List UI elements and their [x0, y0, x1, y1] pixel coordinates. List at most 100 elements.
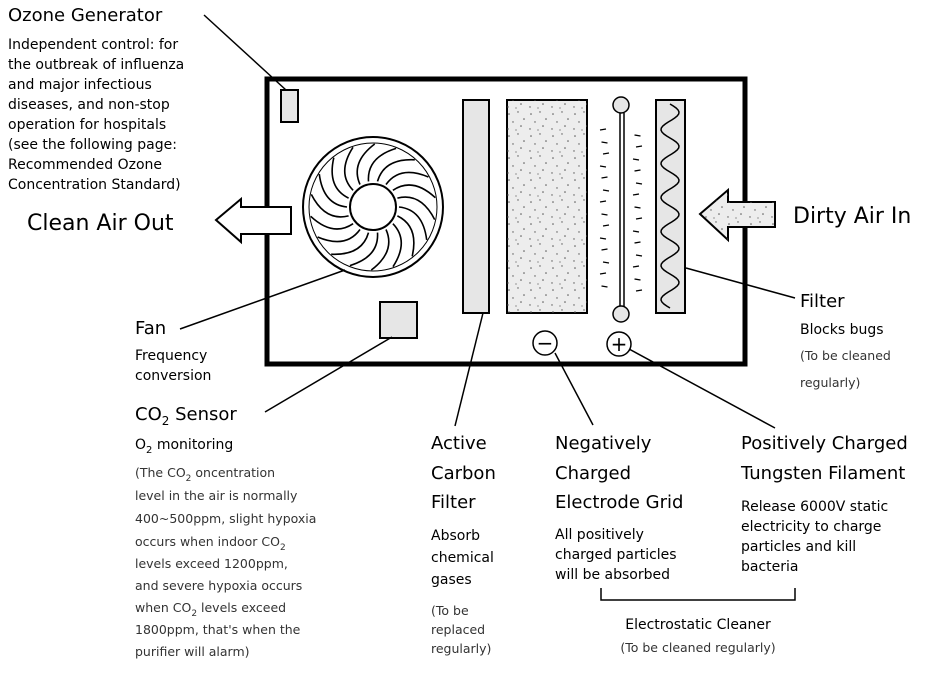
- svg-text:Positively Charged: Positively Charged: [741, 433, 908, 454]
- co2-leader: [264, 336, 393, 413]
- spark-dash: [632, 193, 640, 196]
- neg-desc: All positively charged particles will be…: [555, 527, 677, 583]
- spark-dash: [599, 272, 607, 275]
- carbon-desc: Absorb chemical gases: [431, 528, 494, 588]
- svg-text:occurs when indoor CO2: occurs when indoor CO2: [135, 534, 286, 553]
- clean-air-label: Clean Air Out: [27, 211, 174, 236]
- ozone-title: Ozone Generator: [8, 5, 163, 26]
- fan-leader: [179, 269, 346, 330]
- svg-text:Active: Active: [431, 433, 487, 454]
- spark-dash: [601, 141, 608, 144]
- spark-dash: [599, 165, 607, 168]
- electrostatic-bracket: [600, 588, 796, 601]
- pos-desc: Release 6000V static electricity to char…: [741, 499, 888, 575]
- fan-blade: [392, 223, 403, 268]
- svg-text:1800ppm, that's when the: 1800ppm, that's when the: [135, 622, 301, 637]
- bug-filter: [655, 99, 686, 314]
- spark-dash: [599, 237, 607, 240]
- svg-text:purifier will alarm): purifier will alarm): [135, 644, 250, 659]
- ozone-leader: [203, 14, 287, 91]
- spark-dash: [601, 176, 608, 179]
- svg-text:chemical: chemical: [431, 550, 494, 566]
- fan-blade: [349, 232, 379, 267]
- svg-text:Recommended Ozone: Recommended Ozone: [8, 157, 162, 173]
- svg-text:Charged: Charged: [555, 463, 631, 484]
- svg-text:gases: gases: [431, 572, 472, 588]
- svg-text:when CO2 levels exceed: when CO2 levels exceed: [135, 600, 286, 619]
- negative-leader: [554, 352, 594, 426]
- ozone-desc: Independent control: for the outbreak of…: [8, 37, 184, 193]
- fan-blade: [343, 146, 354, 191]
- filter-note-1: (To be cleaned: [800, 348, 891, 363]
- spark-dash: [635, 254, 643, 257]
- spark-dash: [634, 241, 641, 244]
- spark-dash: [635, 182, 643, 185]
- fan-blade: [398, 206, 428, 240]
- fan-blade: [397, 196, 436, 220]
- svg-text:level in the air is normally: level in the air is normally: [135, 488, 298, 503]
- dirty-air-label: Dirty Air In: [793, 204, 911, 229]
- fan-blade: [376, 158, 415, 182]
- co2-sensor: [379, 301, 418, 339]
- filter-wave: [660, 103, 680, 309]
- fan-blade: [310, 215, 354, 230]
- svg-text:400~500ppm, slight hypoxia: 400~500ppm, slight hypoxia: [135, 511, 316, 526]
- svg-text:electricity to charge: electricity to charge: [741, 519, 881, 535]
- svg-text:All positively: All positively: [555, 527, 644, 543]
- spark-dash: [602, 224, 610, 227]
- fan-blade: [317, 229, 361, 243]
- fan-blade: [331, 232, 370, 256]
- svg-text:Absorb: Absorb: [431, 528, 480, 544]
- svg-text:Electrode Grid: Electrode Grid: [555, 492, 683, 513]
- spark-dash: [602, 261, 610, 264]
- fan-blade: [397, 215, 415, 257]
- spark-dash: [634, 278, 641, 281]
- svg-text:particles and kill: particles and kill: [741, 539, 856, 555]
- carbon-leader: [454, 312, 484, 427]
- svg-text:diseases, and non-stop: diseases, and non-stop: [8, 97, 170, 113]
- svg-text:and major infectious: and major infectious: [8, 77, 152, 93]
- fan-desc-2: conversion: [135, 368, 211, 384]
- filter-desc: Blocks bugs: [800, 322, 884, 338]
- filter-note-2: regularly): [800, 375, 860, 390]
- fan-blade: [318, 174, 348, 208]
- pos-title: Positively Charged Tungsten Filament: [740, 433, 908, 484]
- svg-text:Carbon: Carbon: [431, 463, 496, 484]
- fan-blade: [331, 157, 349, 199]
- electrostatic-note: (To be cleaned regularly): [620, 640, 775, 655]
- svg-text:charged particles: charged particles: [555, 547, 677, 563]
- filter-leader: [685, 267, 796, 299]
- carbon-title: Active Carbon Filter: [431, 433, 496, 513]
- svg-text:Independent control: for: Independent control: for: [8, 37, 178, 53]
- negative-terminal: −: [532, 330, 558, 356]
- neg-title: Negatively Charged Electrode Grid: [555, 433, 683, 513]
- co2-note: (The CO2 oncentration level in the air i…: [135, 465, 316, 659]
- svg-text:levels exceed 1200ppm,: levels exceed 1200ppm,: [135, 556, 288, 571]
- fan-blade: [385, 171, 429, 185]
- spark-dash: [601, 248, 608, 251]
- spark-dash: [634, 169, 641, 172]
- svg-text:Filter: Filter: [431, 492, 476, 513]
- spark-dash: [635, 145, 643, 148]
- svg-text:will be absorbed: will be absorbed: [555, 567, 670, 583]
- spark-dash: [635, 217, 643, 220]
- spark-dash: [632, 265, 640, 268]
- fan-blade: [392, 184, 436, 199]
- spark-dash: [599, 128, 607, 131]
- positive-leader: [628, 348, 776, 429]
- spark-dash: [632, 158, 640, 161]
- svg-text:the outbreak of influenza: the outbreak of influenza: [8, 57, 184, 73]
- spark-dash: [602, 189, 610, 192]
- active-carbon-filter: [462, 99, 490, 314]
- positive-terminal: +: [606, 331, 632, 357]
- svg-text:Tungsten Filament: Tungsten Filament: [740, 463, 905, 484]
- svg-text:Concentration Standard): Concentration Standard): [8, 177, 181, 193]
- svg-text:(The CO2 oncentration: (The CO2 oncentration: [135, 465, 275, 484]
- spark-dash: [602, 152, 610, 155]
- spark-dash: [599, 200, 607, 203]
- dirty-air-speckle: [700, 190, 775, 240]
- fan: [302, 136, 444, 278]
- svg-text:regularly): regularly): [431, 641, 491, 656]
- svg-text:bacteria: bacteria: [741, 559, 799, 575]
